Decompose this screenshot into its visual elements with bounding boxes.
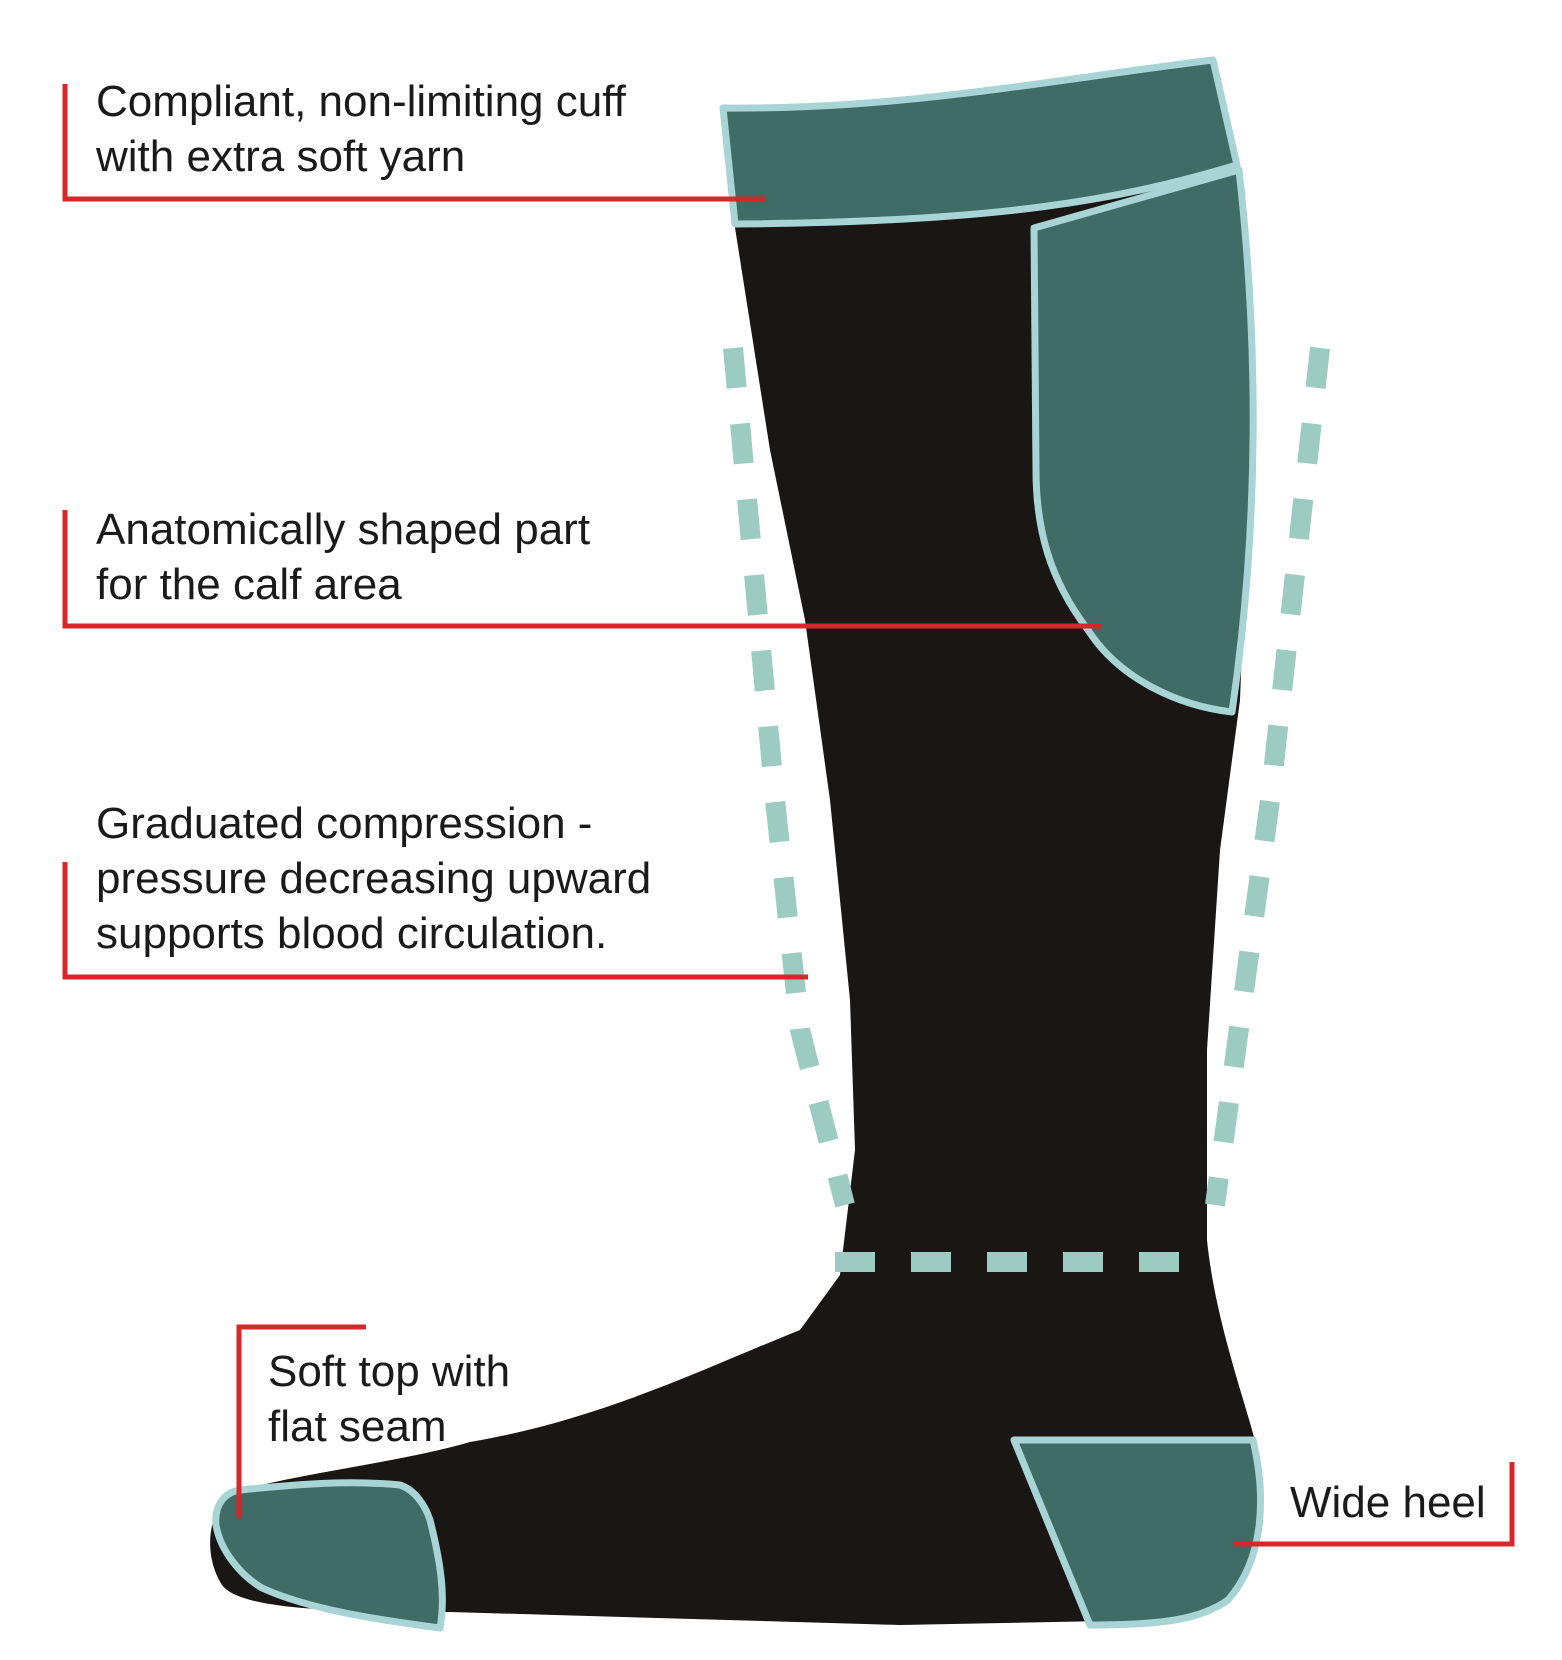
compression-label: Graduated compression - pressure decreas… [96,796,651,961]
leader-lines [62,84,1515,1547]
calf-zone [1030,166,1257,716]
calf-label: Anatomically shaped part for the calf ar… [96,502,590,612]
compression-label-line1: Graduated compression - [96,799,593,848]
cuff-leader-line [62,84,765,202]
cuff-label-line1: Compliant, non-limiting cuff [96,77,626,126]
compression-leader-line [62,862,808,980]
calf-label-line1: Anatomically shaped part [96,505,591,554]
heel-zone [1010,1436,1265,1629]
toe-label-line1: Soft top with [268,1347,511,1396]
compression-dashes [723,346,1330,1272]
toe-label-line2: flat seam [268,1402,447,1451]
toe-leader-line [236,1324,366,1518]
compression-dash-left [723,347,855,1208]
cuff-label: Compliant, non-limiting cuff with extra … [96,74,626,184]
toe-label: Soft top with flat seam [268,1344,510,1454]
cuff-label-line2: with extra soft yarn [96,132,466,181]
heel-leader-line [1233,1462,1515,1547]
compression-label-line2: pressure decreasing upward [96,854,652,903]
calf-label-line2: for the calf area [96,560,402,609]
compression-label-line3: supports blood circulation. [96,909,608,958]
heel-label-line1: Wide heel [1290,1478,1486,1527]
heel-label: Wide heel [1290,1475,1486,1530]
cuff-band [719,56,1241,228]
toe-zone [212,1479,446,1632]
calf-leader-line [62,510,1102,629]
